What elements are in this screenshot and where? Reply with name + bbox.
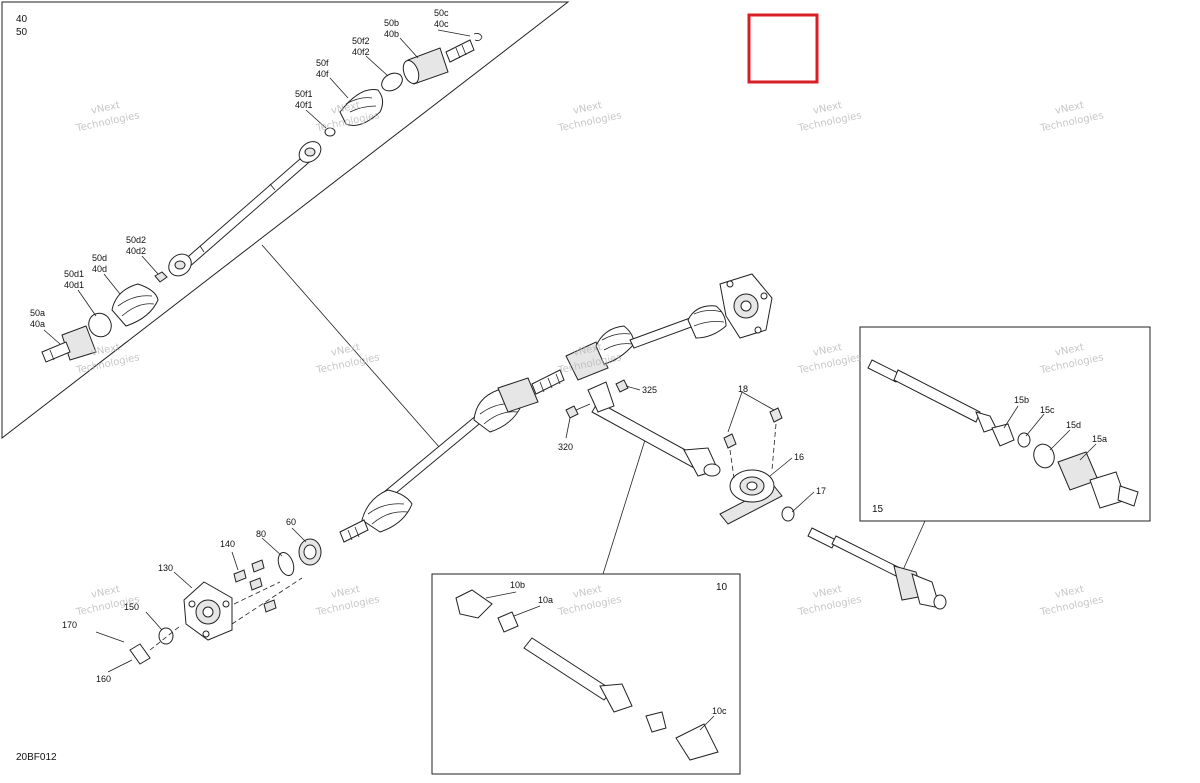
- watermark-line2: Technologies: [74, 110, 140, 134]
- callout-15b[interactable]: 15b: [1014, 395, 1029, 405]
- callout-15d[interactable]: 15d: [1066, 420, 1081, 430]
- callout-40d1[interactable]: 40d1: [64, 280, 84, 290]
- callout-150[interactable]: 150: [124, 602, 139, 612]
- watermark-line2: Technologies: [314, 594, 380, 618]
- callout-130[interactable]: 130: [158, 563, 173, 573]
- callout-15c[interactable]: 15c: [1040, 405, 1055, 415]
- callout-40b[interactable]: 40b: [384, 29, 399, 39]
- watermark-line2: Technologies: [796, 594, 862, 618]
- callout-325[interactable]: 325: [642, 385, 657, 395]
- watermark-line2: Technologies: [796, 352, 862, 376]
- callout-170[interactable]: 170: [62, 620, 77, 630]
- callout-40c[interactable]: 40c: [434, 19, 449, 29]
- watermark-line2: Technologies: [1038, 594, 1104, 618]
- header-label-50: 50: [16, 27, 28, 38]
- callout-50f1[interactable]: 50f1: [295, 89, 313, 99]
- watermark-line2: Technologies: [314, 352, 380, 376]
- callout-80[interactable]: 80: [256, 529, 266, 539]
- inset-label-15: 15: [872, 504, 884, 515]
- callout-18[interactable]: 18: [738, 384, 748, 394]
- callout-40a[interactable]: 40a: [30, 319, 45, 329]
- right-inset-frame: [859, 326, 1151, 522]
- leader-inset-15: [902, 520, 926, 571]
- center-bearing-assembly: [719, 407, 795, 525]
- callout-10c[interactable]: 10c: [712, 706, 727, 716]
- callout-leaders: [43, 29, 1097, 731]
- selection-highlight-box[interactable]: [747, 13, 819, 84]
- hub-assembly: [95, 538, 322, 665]
- watermark-line2: Technologies: [1038, 110, 1104, 134]
- leader-inset-40-50: [261, 244, 441, 449]
- inset-10-assembly: [455, 589, 719, 761]
- callout-50c[interactable]: 50c: [434, 8, 449, 18]
- header-label-40: 40: [16, 14, 28, 25]
- watermark-line2: Technologies: [556, 594, 622, 618]
- callout-15a[interactable]: 15a: [1092, 434, 1107, 444]
- callout-50d1[interactable]: 50d1: [64, 269, 84, 279]
- diagram-reference-code: 20BF012: [16, 752, 57, 763]
- watermark-layer: vNext Technologies vNext Technologies vN…: [74, 100, 1104, 618]
- callout-60[interactable]: 60: [286, 517, 296, 527]
- callout-40f1[interactable]: 40f1: [295, 100, 313, 110]
- callout-50f[interactable]: 50f: [316, 58, 329, 68]
- upper-left-inset-frame: [1, 1, 570, 440]
- callout-16[interactable]: 16: [794, 452, 804, 462]
- callout-40d2[interactable]: 40d2: [126, 246, 146, 256]
- callout-140[interactable]: 140: [220, 539, 235, 549]
- callout-160[interactable]: 160: [96, 674, 111, 684]
- watermark-line2: Technologies: [796, 110, 862, 134]
- callout-320[interactable]: 320: [558, 442, 573, 452]
- inset-half-shaft-assembly: [41, 33, 483, 363]
- propeller-shaft-assembly: [565, 379, 721, 477]
- lower-center-inset-frame: [431, 573, 741, 775]
- callout-17[interactable]: 17: [816, 486, 826, 496]
- rear-shaft-assembly: [807, 527, 947, 610]
- callout-50b[interactable]: 50b: [384, 18, 399, 28]
- main-half-shaft-assembly: [339, 273, 773, 543]
- callout-40d[interactable]: 40d: [92, 264, 107, 274]
- watermark-line2: Technologies: [1038, 352, 1104, 376]
- callout-10a[interactable]: 10a: [538, 595, 553, 605]
- watermark-line2: Technologies: [556, 110, 622, 134]
- callout-50a[interactable]: 50a: [30, 308, 45, 318]
- callout-40f[interactable]: 40f: [316, 69, 329, 79]
- callout-labels: 40 50 50c 40c 50b 40b 50f2 40f2 50f 40f …: [16, 8, 1107, 763]
- inset-15-assembly: [867, 359, 1139, 509]
- callout-50d[interactable]: 50d: [92, 253, 107, 263]
- leader-inset-10: [602, 439, 646, 575]
- callout-50d2[interactable]: 50d2: [126, 235, 146, 245]
- callout-10b[interactable]: 10b: [510, 580, 525, 590]
- callout-40f2[interactable]: 40f2: [352, 47, 370, 57]
- callout-50f2[interactable]: 50f2: [352, 36, 370, 46]
- inset-label-10: 10: [716, 582, 728, 593]
